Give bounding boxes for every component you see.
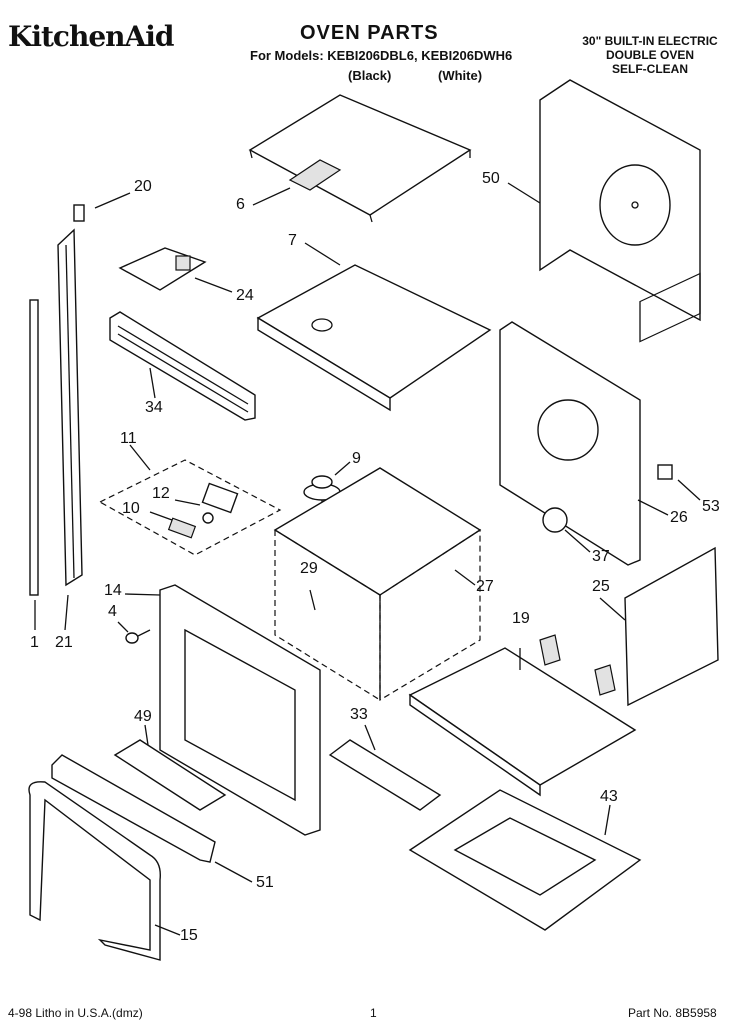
callout-1: 1 — [30, 634, 39, 651]
callout-26: 26 — [670, 509, 688, 526]
part-21-trim-strip — [57, 228, 83, 587]
part-6-vent-cover — [248, 94, 472, 223]
callout-15: 15 — [180, 927, 198, 944]
part-50-back-panel — [539, 79, 701, 322]
callout-49: 49 — [134, 708, 152, 725]
callout-20: 20 — [134, 178, 152, 195]
part-51-trim-strip — [51, 754, 216, 863]
desc-line-3: SELF-CLEAN — [612, 62, 688, 76]
white-label: (White) — [438, 68, 483, 83]
litho-note: 4-98 Litho in U.S.A.(dmz) — [8, 1006, 143, 1020]
callout-11: 11 — [120, 430, 137, 447]
part-43-bottom-frame — [408, 789, 642, 931]
part-14-door-frame — [159, 584, 321, 836]
callout-29: 29 — [300, 560, 318, 577]
part-number: Part No. 8B5958 — [628, 1006, 717, 1020]
callout-4: 4 — [108, 603, 117, 620]
callout-43: 43 — [600, 788, 618, 805]
part-7-tray — [256, 264, 492, 412]
part-33-bracket — [328, 739, 442, 811]
part-1-rod — [29, 299, 39, 596]
kitchenaid-logo: KitchenAid — [8, 20, 174, 53]
part-15-door-gasket — [28, 781, 161, 961]
part-26-side-panel — [499, 321, 641, 566]
models-line: For Models: KEBI206DBL6, KEBI206DWH6 — [250, 48, 513, 63]
callout-6: 6 — [236, 196, 245, 213]
callout-25: 25 — [592, 578, 610, 595]
callout-7: 7 — [288, 232, 297, 249]
page-title: OVEN PARTS — [300, 22, 439, 44]
desc-line-1: 30" BUILT-IN ELECTRIC — [582, 34, 718, 48]
part-34-vent-grille — [109, 311, 256, 421]
callout-21: 21 — [55, 634, 73, 651]
black-label: (Black) — [348, 68, 392, 83]
callout-9: 9 — [352, 450, 361, 467]
part-49-bracket — [113, 739, 227, 811]
callout-34: 34 — [145, 399, 163, 416]
part-11-bracket-area — [98, 459, 282, 556]
product-description: 30" BUILT-IN ELECTRIC DOUBLE OVEN SELF-C… — [580, 34, 720, 76]
callout-19: 19 — [512, 610, 530, 627]
callout-27: 27 — [476, 578, 494, 595]
part-19-bottom-tray — [408, 634, 637, 797]
page-number: 1 — [370, 1006, 377, 1020]
part-37-gasket — [542, 507, 568, 533]
leader-lines — [34, 182, 701, 936]
part-53-clip — [657, 464, 673, 480]
part-4-screw — [125, 629, 151, 644]
callout-51: 51 — [256, 874, 274, 891]
part-20-clip — [73, 204, 85, 222]
callout-53: 53 — [702, 498, 720, 515]
callout-24: 24 — [236, 287, 254, 304]
desc-line-2: DOUBLE OVEN — [605, 48, 694, 62]
callout-33: 33 — [350, 706, 368, 723]
callout-14: 14 — [104, 582, 122, 599]
callout-10: 10 — [122, 500, 140, 517]
callout-12: 12 — [152, 485, 170, 502]
callout-50: 50 — [482, 170, 500, 187]
part-24-switch-assembly — [118, 247, 207, 291]
part-27-oven-cavity — [273, 467, 482, 702]
part-25-side-shield — [624, 272, 719, 707]
callout-37: 37 — [592, 548, 610, 565]
